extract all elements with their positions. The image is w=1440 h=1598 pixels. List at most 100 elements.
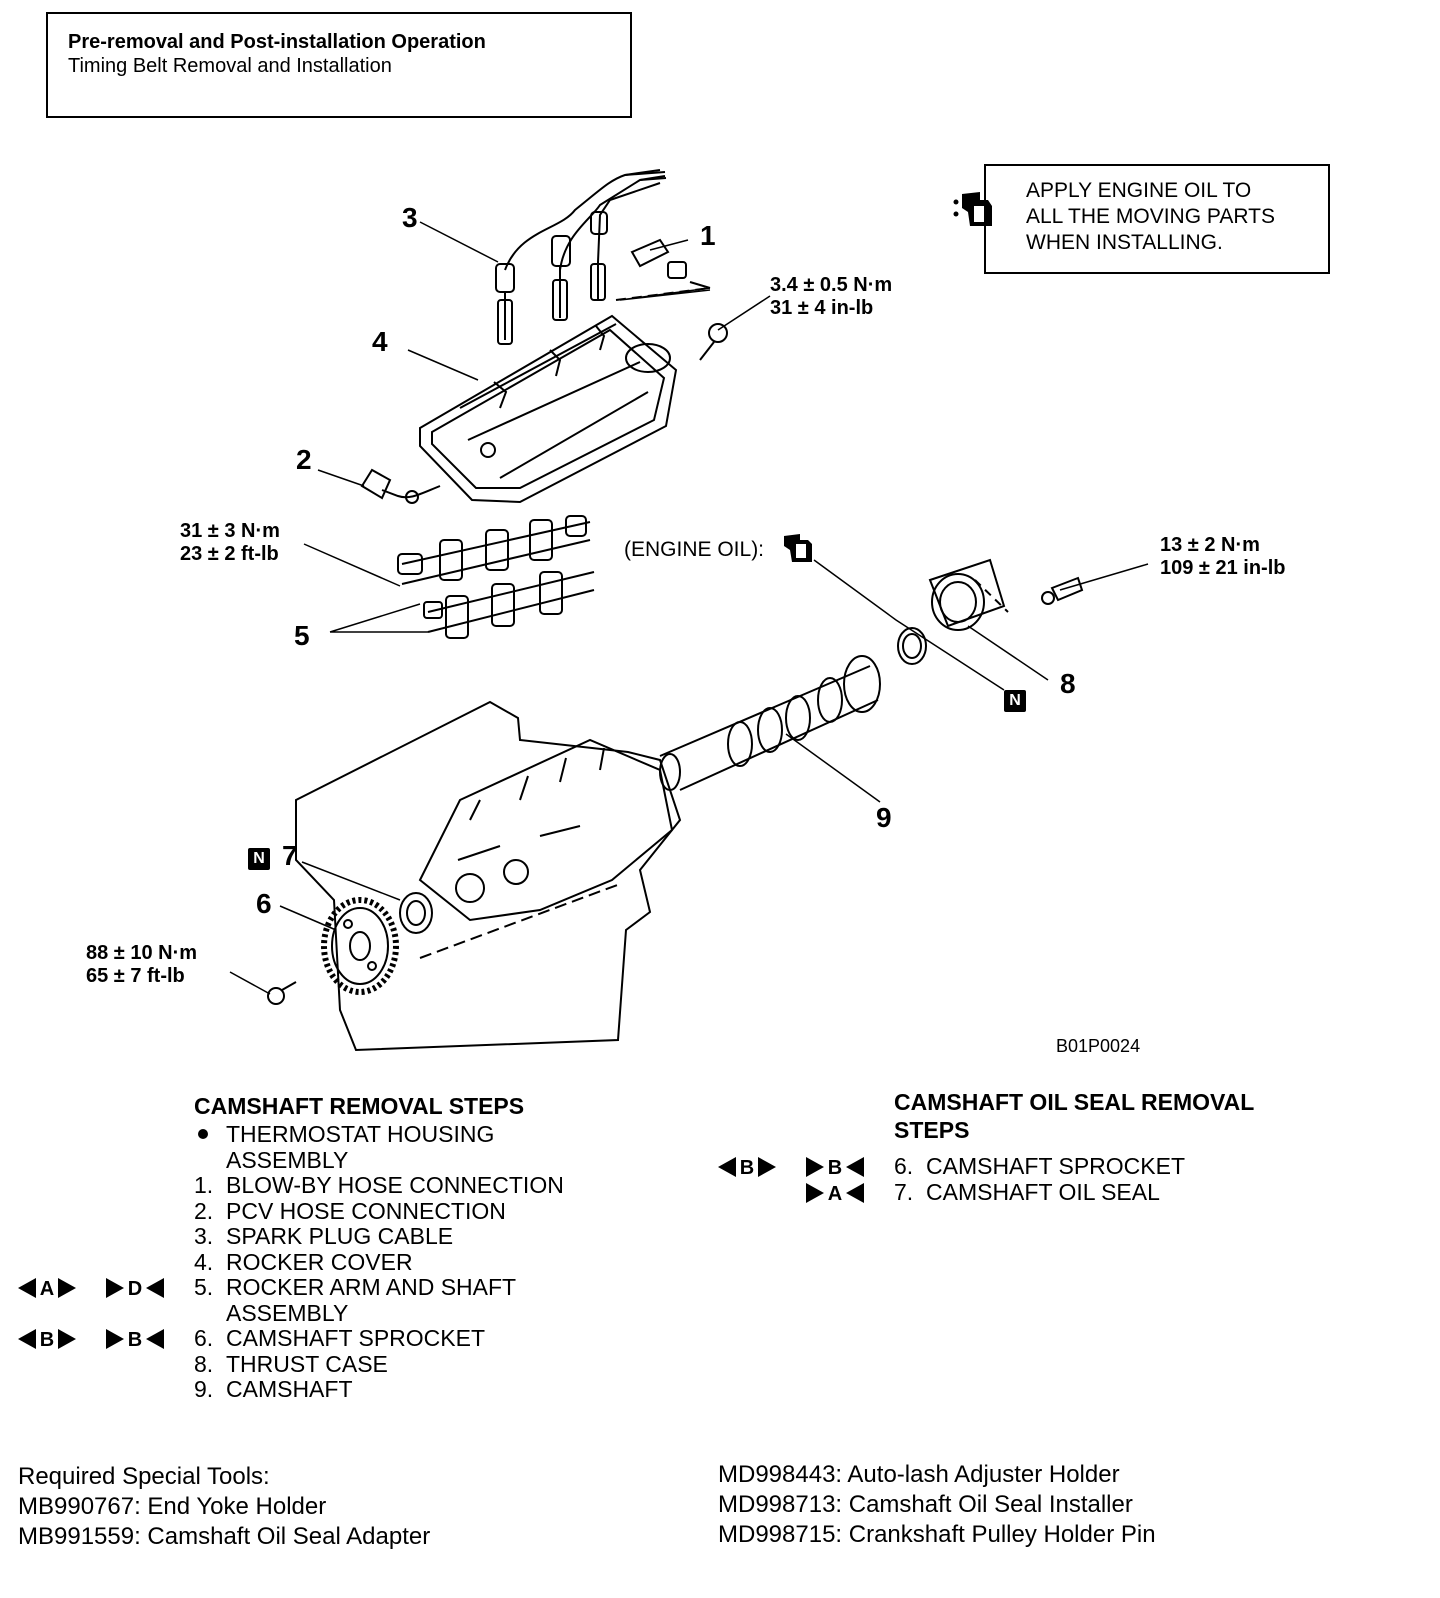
step-item: B B 6. CAMSHAFT SPROCKET — [18, 1325, 564, 1352]
step-number: 4. — [194, 1248, 214, 1275]
step-item: 4. ROCKER COVER — [194, 1248, 564, 1276]
rocker-arm-assembly — [397, 515, 595, 639]
rocker-cover — [419, 314, 678, 504]
oil-can-small-icon — [784, 534, 812, 562]
step-text: ROCKER COVER — [226, 1248, 413, 1275]
service-mark-letter: B — [740, 1157, 754, 1179]
removal-mark: A — [16, 1276, 78, 1307]
removal-mark: B — [16, 1327, 78, 1358]
step-number: 7. — [894, 1178, 914, 1205]
callout-2: 2 — [296, 444, 312, 475]
exploded-diagram — [229, 169, 1149, 1052]
installation-mark: B — [804, 1155, 866, 1186]
note-line-3: WHEN INSTALLING. — [1026, 231, 1223, 254]
service-mark-letter: A — [828, 1183, 842, 1205]
engine-block — [295, 700, 682, 1052]
callout-4: 4 — [372, 326, 388, 357]
new-part-badge-oil-seal: N — [248, 848, 270, 870]
engine-oil-note: APPLY ENGINE OIL TO ALL THE MOVING PARTS… — [984, 164, 1330, 274]
step-item: 3.SPARK PLUG CABLE — [194, 1223, 564, 1250]
removal-service-mark: A — [18, 1278, 76, 1300]
tool-item: MD998715: Crankshaft Pulley Holder Pin — [718, 1521, 1156, 1548]
pre-removal-subtitle: Timing Belt Removal and Installation — [68, 55, 392, 77]
special-tools-left: Required Special Tools: MB990767: End Yo… — [18, 1462, 430, 1552]
step-text: CAMSHAFT — [226, 1376, 353, 1402]
new-part-badge-seal: N — [1004, 690, 1026, 712]
step-text: ROCKER ARM AND SHAFT — [226, 1274, 517, 1300]
service-mark-letter: B — [40, 1329, 54, 1351]
o-ring — [897, 627, 927, 665]
tool-item: MB990767: End Yoke Holder — [18, 1493, 327, 1520]
note-line-2: ALL THE MOVING PARTS — [1026, 205, 1275, 228]
step-item: 2. PCV HOSE CONNECTION — [194, 1197, 564, 1225]
torque-line-imperial: 65 ± 7 ft-lb — [86, 965, 185, 987]
camshaft-sprocket — [321, 897, 399, 995]
step-number: 1. — [194, 1172, 214, 1198]
callout-1: 1 — [700, 220, 716, 251]
service-mark-letter: B — [828, 1157, 842, 1179]
torque-line-nm: 3.4 ± 0.5 N·m — [770, 274, 893, 296]
step-text: THRUST CASE — [226, 1350, 388, 1377]
step-number: 2. — [194, 1197, 214, 1224]
step-text: SPARK PLUG CABLE — [226, 1223, 454, 1249]
callout-3: 3 — [402, 202, 418, 233]
special-tools-right: MD998443: Auto-lash Adjuster Holder MD99… — [718, 1460, 1156, 1550]
torque-thrust-case: 13 ± 2 N·m 109 ± 21 in-lb — [1160, 534, 1285, 580]
step-item: A 7. CAMSHAFT OIL SEAL — [806, 1178, 1185, 1206]
installation-mark: B — [104, 1327, 166, 1358]
torque-line-imperial: 23 ± 2 ft-lb — [180, 543, 279, 565]
step-text: PCV HOSE CONNECTION — [226, 1197, 506, 1224]
torque-rocker-cover: 3.4 ± 0.5 N·m 31 ± 4 in-lb — [770, 274, 892, 320]
pre-removal-title: Pre-removal and Post-installation Operat… — [68, 31, 486, 53]
step-item: A D 5. ROCKER ARM AND SHAFT — [18, 1274, 564, 1301]
step-text: THERMOSTAT HOUSING — [226, 1121, 495, 1147]
thrust-case — [928, 558, 1009, 631]
step-number: 5. — [194, 1274, 214, 1300]
pcv-hose — [360, 468, 441, 504]
tools-heading: Required Special Tools: — [18, 1463, 270, 1490]
step-text: ASSEMBLY — [226, 1299, 349, 1326]
step-item-continued: ASSEMBLY — [194, 1299, 564, 1327]
spark-plug-cable — [495, 169, 667, 345]
cover-bolt — [699, 323, 728, 361]
service-mark-letter: B — [128, 1329, 142, 1351]
oil-seal-steps-list: B B 6. CAMSHAFT SPROCKET A 7. CAMSHAFT OIL SEA… — [718, 1153, 1185, 1206]
installation-service-mark: B — [806, 1157, 864, 1179]
leader-lines — [229, 221, 1149, 995]
callout-9: 9 — [876, 802, 892, 833]
torque-sprocket: 88 ± 10 N·m 65 ± 7 ft-lb — [86, 942, 197, 988]
step-item: THERMOSTAT HOUSING — [194, 1121, 564, 1148]
callout-5: 5 — [294, 620, 310, 651]
callout-6: 6 — [256, 888, 272, 919]
step-number — [194, 1122, 226, 1148]
torque-line-nm: 88 ± 10 N·m — [86, 942, 198, 964]
figure-code: B01P0024 — [1056, 1036, 1141, 1056]
step-item-continued: ASSEMBLY — [194, 1146, 564, 1174]
step-text: CAMSHAFT SPROCKET — [226, 1325, 485, 1351]
installation-service-mark: D — [106, 1278, 164, 1300]
blow-by-hose — [615, 238, 711, 301]
step-text: BLOW-BY HOSE CONNECTION — [226, 1172, 564, 1198]
torque-line-imperial: 31 ± 4 in-lb — [770, 297, 874, 319]
step-number: 8. — [194, 1350, 214, 1377]
service-mark-letter: D — [128, 1278, 142, 1300]
installation-service-mark: A — [806, 1182, 864, 1205]
service-mark-letter: A — [40, 1278, 54, 1300]
step-number: 6. — [194, 1325, 214, 1351]
installation-service-mark: B — [106, 1329, 164, 1351]
oil-seal-title-line-1: CAMSHAFT OIL SEAL REMOVAL — [894, 1089, 1255, 1115]
step-text: ASSEMBLY — [226, 1146, 349, 1173]
engine-oil-label: (ENGINE OIL): — [624, 538, 765, 561]
removal-service-mark: B — [18, 1329, 76, 1351]
step-number: 6. — [894, 1153, 914, 1179]
removal-steps-title: CAMSHAFT REMOVAL STEPS — [194, 1093, 525, 1119]
step-text: CAMSHAFT OIL SEAL — [926, 1178, 1160, 1205]
step-item: 9.CAMSHAFT — [194, 1376, 564, 1403]
camshaft-oil-seal — [399, 892, 433, 934]
installation-mark: D — [104, 1276, 166, 1307]
sprocket-bolt — [267, 981, 297, 1005]
torque-line-nm: 13 ± 2 N·m — [1160, 534, 1260, 556]
removal-mark: B — [716, 1155, 778, 1186]
step-text: CAMSHAFT SPROCKET — [926, 1153, 1185, 1179]
